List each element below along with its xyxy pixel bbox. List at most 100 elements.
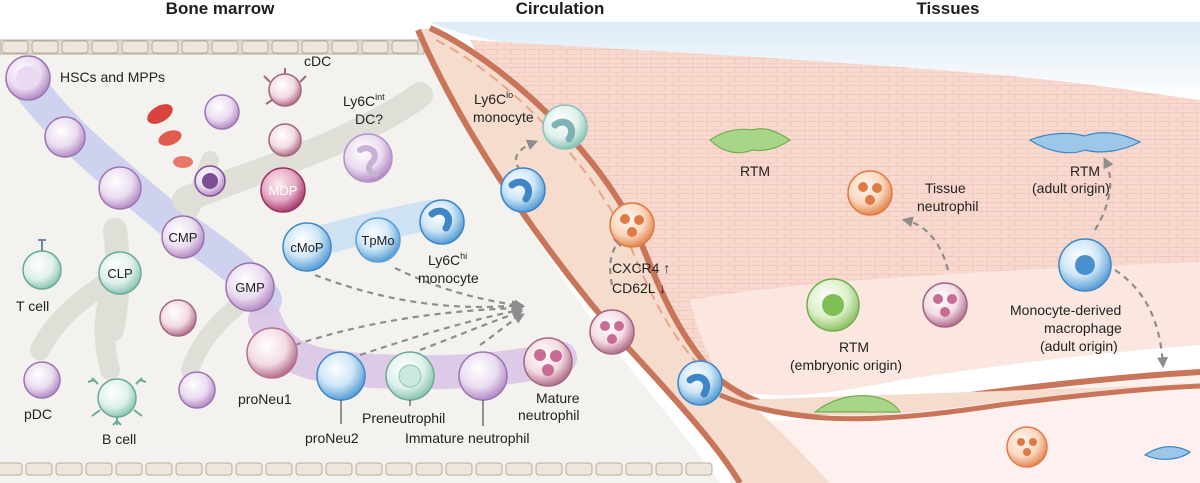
ly6c-hi-monocyte-cell — [419, 199, 465, 245]
monocyte-macrophage-label-3: (adult origin) — [1040, 338, 1118, 354]
rtm-label: RTM — [740, 163, 770, 179]
bone-block — [235, 462, 263, 476]
bone-block — [91, 40, 119, 54]
bone-block — [205, 462, 233, 476]
mdp-cell — [260, 167, 306, 213]
erythrocyte-1 — [147, 104, 173, 124]
bone-block — [475, 462, 503, 476]
bone-block — [181, 40, 209, 54]
bone-block — [415, 462, 443, 476]
pdc-label: pDC — [24, 406, 52, 422]
bone-block — [211, 40, 239, 54]
circulating-neutrophil — [589, 309, 635, 355]
extravasating-neutrophil — [922, 282, 968, 328]
bone-block — [175, 462, 203, 476]
clp-cell — [98, 251, 142, 295]
bone-block — [625, 462, 653, 476]
monocyte-macrophage-label-1: Monocyte-derived — [1010, 302, 1121, 318]
tpmo-label: TpMo — [361, 233, 394, 248]
bone-block — [355, 462, 383, 476]
proneu2-label: proNeu2 — [305, 430, 359, 446]
bone-block — [55, 462, 83, 476]
bone-block — [241, 40, 269, 54]
gmp-label: GMP — [235, 280, 265, 295]
bone-block — [0, 462, 23, 476]
bone-block — [145, 462, 173, 476]
t-cell-label: T cell — [16, 298, 49, 314]
circulating-monocyte-2 — [677, 360, 723, 406]
bone-block — [115, 462, 143, 476]
rtm-perivascular-cell — [813, 395, 902, 413]
cdc-label: cDC — [304, 53, 331, 69]
rtm-embryonic-label-1: RTM — [839, 339, 869, 355]
section-bone-marrow: Bone marrow — [166, 0, 275, 18]
cmp-label: CMP — [169, 230, 198, 245]
ly6c-int-label: Ly6Cint — [343, 92, 385, 109]
bone-block — [361, 40, 389, 54]
mdp-label: MDP — [269, 183, 298, 198]
ly6c-int-dc-cell — [343, 133, 393, 183]
cmop-cell — [282, 222, 332, 272]
t-cell-receptor-icon — [38, 239, 46, 251]
cmp-cell — [161, 215, 205, 259]
lower-tissue — [730, 374, 1200, 483]
bone-block — [301, 40, 329, 54]
ly6c-lo-monocyte-label: monocyte — [473, 109, 534, 125]
cmop-label: cMoP — [290, 240, 323, 255]
ly6c-lo-monocyte-cell — [542, 104, 588, 150]
cxcr4-label: CXCR4 ↑ — [612, 260, 670, 276]
bone-block — [685, 462, 713, 476]
mature-neutrophil-label-2: neutrophil — [518, 407, 580, 423]
cd62l-label: CD62L ↓ — [612, 280, 666, 296]
erythrocyte-2 — [158, 130, 182, 146]
tissue-neutrophil-cell — [847, 170, 893, 216]
immature-neutrophil-cell — [458, 351, 508, 401]
b-cell-antibody-icon — [87, 377, 147, 426]
bone-block — [655, 462, 683, 476]
megakaryocyte-progenitor — [204, 94, 240, 130]
mpp-cell-2 — [98, 166, 142, 210]
lower-tissue-neutrophil — [1006, 426, 1048, 468]
bone-block — [295, 462, 323, 476]
bone-block — [85, 462, 113, 476]
mature-neutrophil-label-1: Mature — [536, 390, 580, 406]
bone-block — [25, 462, 53, 476]
bone-block — [595, 462, 623, 476]
proneu1-label: proNeu1 — [238, 391, 292, 407]
t-cell — [22, 250, 62, 290]
clp-label: CLP — [107, 266, 132, 281]
basophil-cell — [178, 371, 216, 409]
bone-block — [445, 462, 473, 476]
bone-block — [385, 462, 413, 476]
bone-block — [565, 462, 593, 476]
mature-neutrophil-nucleus — [534, 349, 562, 376]
bone-block — [271, 40, 299, 54]
proneu2-cell — [316, 351, 366, 401]
vessel-wall-lower — [718, 383, 1200, 422]
tpmo-cell — [355, 217, 401, 263]
gmp-cell — [225, 262, 275, 312]
blood-vessel-lumen — [418, 28, 830, 483]
hsc-nucleus — [16, 66, 40, 90]
rtm-embryonic-label-2: (embryonic origin) — [790, 357, 902, 373]
mdp-precursor-cell — [268, 123, 302, 157]
rtm-adult-label-1: RTM — [1070, 163, 1100, 179]
dc-question-label: DC? — [355, 111, 383, 127]
bone-block — [151, 40, 179, 54]
bone-block — [31, 40, 59, 54]
bone-block — [121, 40, 149, 54]
bone-blocks-top — [1, 40, 419, 54]
cdc-dendrite-icon — [263, 68, 307, 105]
erythrocyte-3 — [173, 156, 193, 168]
preneutrophil-label: Preneutrophil — [362, 410, 445, 426]
tissue-neutrophil-label-1: Tissue — [925, 180, 966, 196]
lower-tissue-macrophage — [1143, 446, 1192, 460]
b-cell-label: B cell — [102, 431, 136, 447]
bone-block — [391, 40, 419, 54]
b-cell — [97, 378, 137, 418]
section-circulation: Circulation — [516, 0, 605, 18]
hsc-label: HSCs and MPPs — [60, 69, 165, 85]
immature-neutrophil-label: Immature neutrophil — [405, 430, 530, 446]
bone-block — [535, 462, 563, 476]
